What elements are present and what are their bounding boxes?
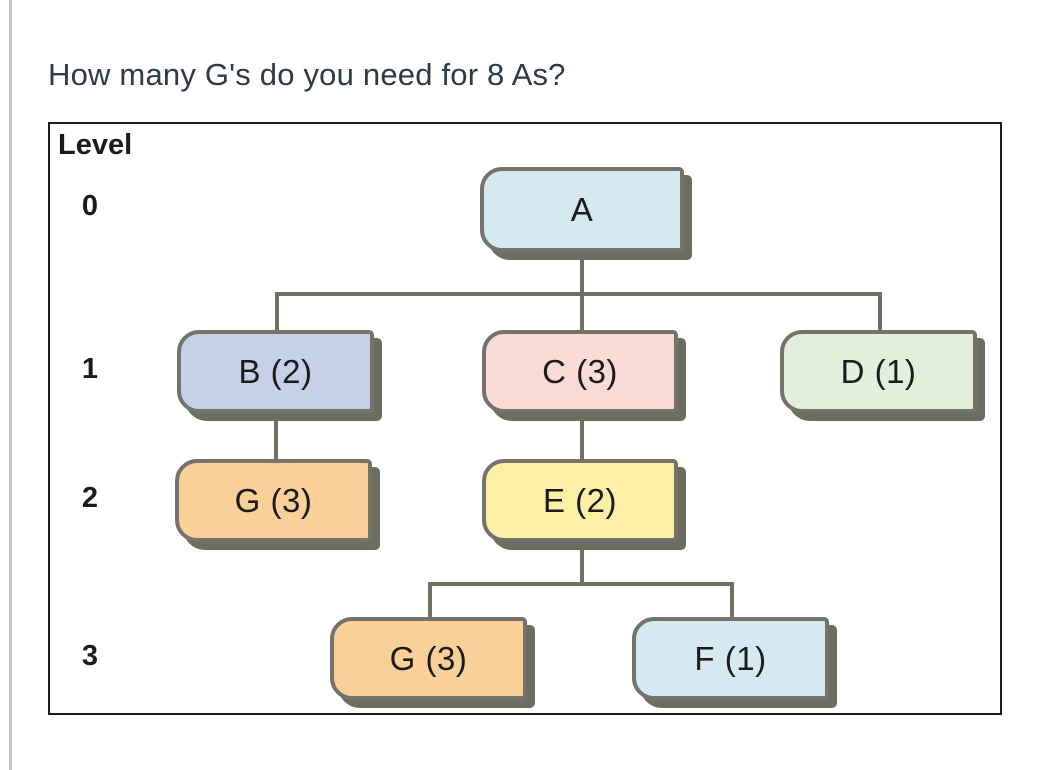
node-E: E (2) (482, 459, 678, 542)
connector-drop-to-f (730, 582, 734, 617)
connector-e-stem (580, 542, 584, 586)
connector-row1-bus (275, 292, 882, 296)
node-A: A (480, 167, 684, 252)
level-2-label: 2 (81, 482, 99, 514)
content-left-rule (9, 0, 12, 770)
connector-row3-bus (428, 582, 734, 586)
node-B-label: B (2) (238, 352, 313, 390)
connector-drop-to-b (275, 292, 279, 330)
node-G-level2: G (3) (175, 459, 372, 542)
level-3-label: 3 (81, 640, 99, 672)
node-D: D (1) (780, 330, 977, 413)
level-0-label: 0 (81, 190, 99, 222)
node-G-level2-label: G (3) (234, 481, 313, 519)
node-F-label: F (1) (694, 639, 767, 677)
node-D-label: D (1) (840, 352, 917, 390)
node-A-label: A (570, 190, 594, 228)
connector-drop-to-d (878, 292, 882, 330)
product-structure-tree-panel: Level 0 1 2 3 A B (2) C (3) D (1) G (3) (48, 122, 1002, 715)
node-G-level3-label: G (3) (389, 639, 468, 677)
node-G-level3: G (3) (330, 617, 527, 700)
level-1-label: 1 (81, 353, 99, 385)
question-title: How many G's do you need for 8 As? (48, 57, 566, 92)
node-E-label: E (2) (542, 481, 617, 519)
level-axis-label: Level (58, 129, 133, 161)
node-F: F (1) (632, 617, 829, 700)
connector-c-to-e (580, 413, 584, 459)
node-B: B (2) (177, 330, 374, 413)
node-C-label: C (3) (542, 352, 618, 390)
connector-drop-to-c (580, 292, 584, 330)
node-C: C (3) (482, 330, 678, 413)
connector-b-to-g (274, 413, 278, 459)
connector-drop-to-g3 (428, 582, 432, 617)
connector-a-stem (580, 252, 584, 296)
